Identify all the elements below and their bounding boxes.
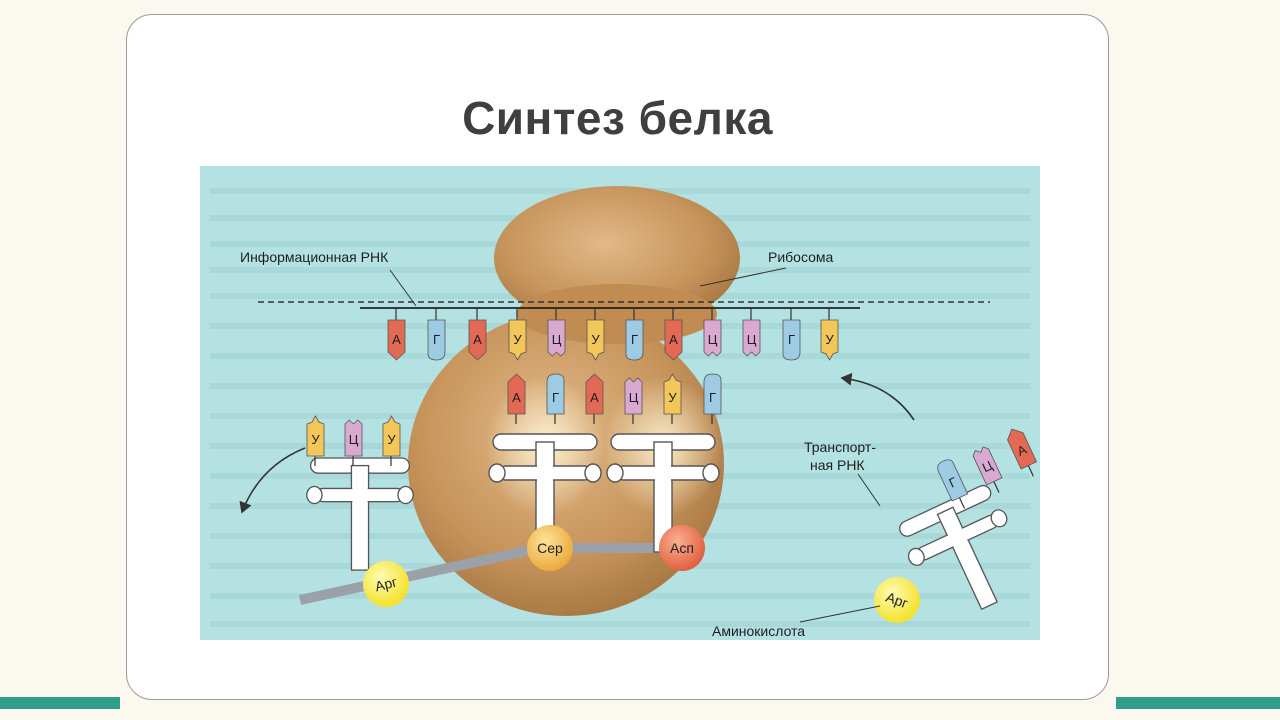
slide-title: Синтез белка: [462, 92, 773, 144]
mrna-strand: [258, 301, 990, 309]
amino-acid-arg-incoming-label: Арг: [884, 589, 910, 612]
mrna-base-4-letter: Ц: [552, 332, 562, 347]
anticodon-middle-2: Г: [703, 373, 722, 415]
mrna-base-8-letter: Ц: [708, 332, 718, 347]
anticodon-middle-0: Ц: [624, 377, 643, 415]
trna-body-outgoing: [306, 457, 414, 571]
anticodon-outgoing-0: У: [306, 415, 325, 457]
mrna-base-6: Г: [625, 319, 644, 361]
anticodon-middle-1: У: [663, 373, 682, 415]
anticodon-left-2-letter: А: [590, 390, 599, 405]
mrna-base-5: У: [586, 319, 605, 361]
mrna-base-0-letter: А: [392, 332, 401, 347]
amino-acid-ser: Сер: [527, 525, 573, 571]
anticodon-middle-1-letter: У: [668, 390, 677, 405]
label-ribosome: Рибосома: [768, 249, 834, 265]
anticodon-middle-0-letter: Ц: [629, 390, 639, 405]
leader-ribosome: [699, 267, 787, 287]
amino-acid-asp: Асп: [659, 525, 705, 571]
mrna-base-5-letter: У: [591, 332, 600, 347]
amino-acid-arg-incoming: Арг: [874, 577, 920, 623]
mrna-base-1: Г: [427, 319, 446, 361]
trna-bodies: [306, 433, 1008, 611]
mrna-base-3: У: [508, 319, 527, 361]
mrna-base-2: А: [468, 319, 487, 361]
anticodon-outgoing-1: Ц: [344, 419, 363, 457]
trna-body-incoming: [899, 484, 1008, 611]
anticodon-incoming-1: Ц: [972, 446, 1003, 486]
anticodon-incoming-group: ГЦА: [937, 428, 1038, 509]
label-amino-acid: Аминокислота: [712, 623, 805, 639]
trna-body-left: [488, 433, 602, 553]
amino-acid-ser-label: Сер: [537, 540, 563, 556]
mrna-base-9-letter: Ц: [747, 332, 757, 347]
trna-body-middle: [606, 433, 720, 553]
anticodon-left-0: А: [507, 373, 526, 415]
mrna-base-7: А: [664, 319, 683, 361]
anticodon-left-0-letter: А: [512, 390, 521, 405]
amino-acid-arg-chain: Арг: [363, 561, 409, 607]
anticodon-outgoing-2: У: [382, 415, 401, 457]
mrna-base-11-letter: У: [825, 332, 834, 347]
mrna-base-8: Ц: [703, 319, 722, 357]
anticodon-left-1-letter: Г: [552, 390, 559, 405]
label-mrna: Информационная РНК: [240, 249, 389, 265]
anticodon-middle-2-letter: Г: [709, 390, 716, 405]
arrow-incoming-trna: [840, 372, 915, 421]
mrna-base-11: У: [820, 319, 839, 361]
footer-bar-right: [1116, 697, 1280, 709]
mrna-base-1-letter: Г: [433, 332, 440, 347]
label-trna-line1: Транспорт-: [804, 439, 876, 455]
anticodon-left-2: А: [585, 373, 604, 415]
mrna-base-3-letter: У: [513, 332, 522, 347]
mrna-base-10-letter: Г: [788, 332, 795, 347]
leader-trna: [857, 473, 881, 507]
mrna-base-10: Г: [782, 319, 801, 361]
mrna-base-6-letter: Г: [631, 332, 638, 347]
anticodon-outgoing-1-letter: Ц: [349, 432, 359, 447]
mrna-base-0: А: [387, 319, 406, 361]
amino-acid-arg-chain-label: Арг: [373, 574, 398, 595]
label-trna-line2: ная РНК: [810, 457, 865, 473]
mrna-base-9: Ц: [742, 319, 761, 357]
anticodon-outgoing-0-letter: У: [311, 432, 320, 447]
anticodon-left-1: Г: [546, 373, 565, 415]
mrna-base-2-letter: А: [473, 332, 482, 347]
leader-mrna: [389, 269, 417, 307]
amino-acid-asp-label: Асп: [670, 540, 694, 556]
mrna-base-7-letter: А: [669, 332, 678, 347]
anticodon-incoming-2: А: [1007, 428, 1038, 470]
leader-amino-acid: [799, 605, 881, 623]
anticodon-incoming-0: Г: [937, 459, 969, 502]
footer-bar-left: [0, 697, 120, 709]
anticodon-outgoing-2-letter: У: [387, 432, 396, 447]
mrna-base-4: Ц: [547, 319, 566, 357]
arrow-outgoing-trna: [239, 447, 306, 514]
